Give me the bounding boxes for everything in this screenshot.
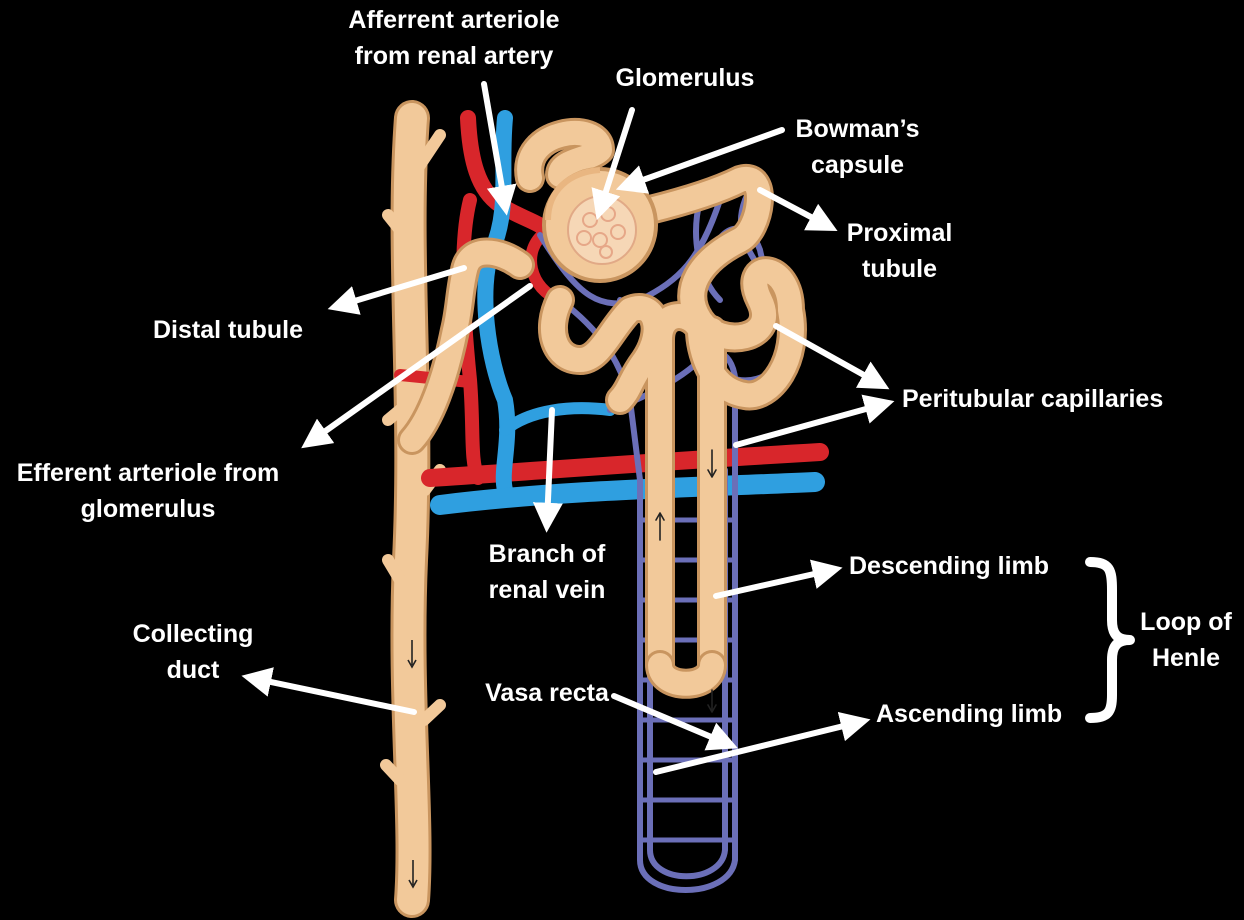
label-branch-line2: renal vein — [488, 576, 606, 604]
label-afferent-arteriole: Afferrent arteriole from renal artery — [326, 2, 582, 74]
label-bowman-line1: Bowman’s — [795, 115, 920, 143]
label-proximal-line1: Proximal — [846, 219, 953, 247]
arrow-vasa-recta — [611, 693, 738, 751]
label-branch-renal-vein: Branch of renal vein — [474, 536, 620, 608]
arrow-collecting — [241, 667, 417, 715]
label-proximal-tubule: Proximal tubule — [832, 215, 967, 287]
label-descending-text: Descending limb — [849, 552, 1050, 580]
label-efferent-arteriole: Efferent arteriole from glomerulus — [0, 455, 296, 527]
label-peritubular-capillaries: Peritubular capillaries — [902, 381, 1192, 417]
label-bowmans-capsule: Bowman’s capsule — [785, 111, 930, 183]
arrow-distal — [327, 265, 467, 315]
arrow-branch-vein — [532, 407, 563, 533]
label-bowman-line2: capsule — [810, 151, 905, 179]
label-loop-line1: Loop of — [1140, 608, 1232, 636]
label-distal-text: Distal tubule — [152, 316, 303, 344]
arrow-efferent — [301, 283, 533, 449]
arrow-peritubular-2 — [733, 394, 895, 448]
arrow-afferent — [481, 81, 517, 216]
label-loop-of-henle: Loop of Henle — [1132, 604, 1240, 676]
label-efferent-line2: glomerulus — [80, 495, 216, 523]
arrow-peritubular-1 — [773, 323, 890, 390]
label-afferent-line1: Afferrent arteriole — [348, 6, 560, 34]
label-glomerulus: Glomerulus — [600, 60, 770, 96]
label-collecting-duct: Collecting duct — [118, 616, 268, 688]
label-descending-limb: Descending limb — [849, 548, 1064, 584]
arrow-bowman — [615, 127, 785, 194]
label-collecting-line2: duct — [166, 656, 220, 684]
callout-arrows — [241, 81, 895, 775]
label-glomerulus-text: Glomerulus — [615, 64, 755, 92]
label-vasa-text: Vasa recta — [485, 679, 609, 707]
label-ascending-limb: Ascending limb — [876, 696, 1076, 732]
arrow-proximal — [757, 187, 838, 232]
nephron-tubule — [397, 118, 807, 713]
arrow-ascending — [653, 712, 871, 775]
label-proximal-line2: tubule — [862, 255, 937, 283]
label-efferent-line1: Efferent arteriole from — [16, 459, 280, 487]
label-afferent-line2: from renal artery — [354, 42, 554, 70]
label-vasa-recta: Vasa recta — [474, 675, 620, 711]
label-peritubular-text: Peritubular capillaries — [902, 385, 1164, 413]
label-distal-tubule: Distal tubule — [138, 312, 318, 348]
label-ascending-text: Ascending limb — [876, 700, 1063, 728]
arrow-descending — [713, 559, 843, 599]
arrow-glomerulus — [591, 107, 635, 221]
label-collecting-line1: Collecting — [132, 620, 254, 648]
label-branch-line1: Branch of — [488, 540, 606, 568]
label-loop-line2: Henle — [1151, 644, 1221, 672]
loop-of-henle-brace — [1085, 557, 1135, 723]
